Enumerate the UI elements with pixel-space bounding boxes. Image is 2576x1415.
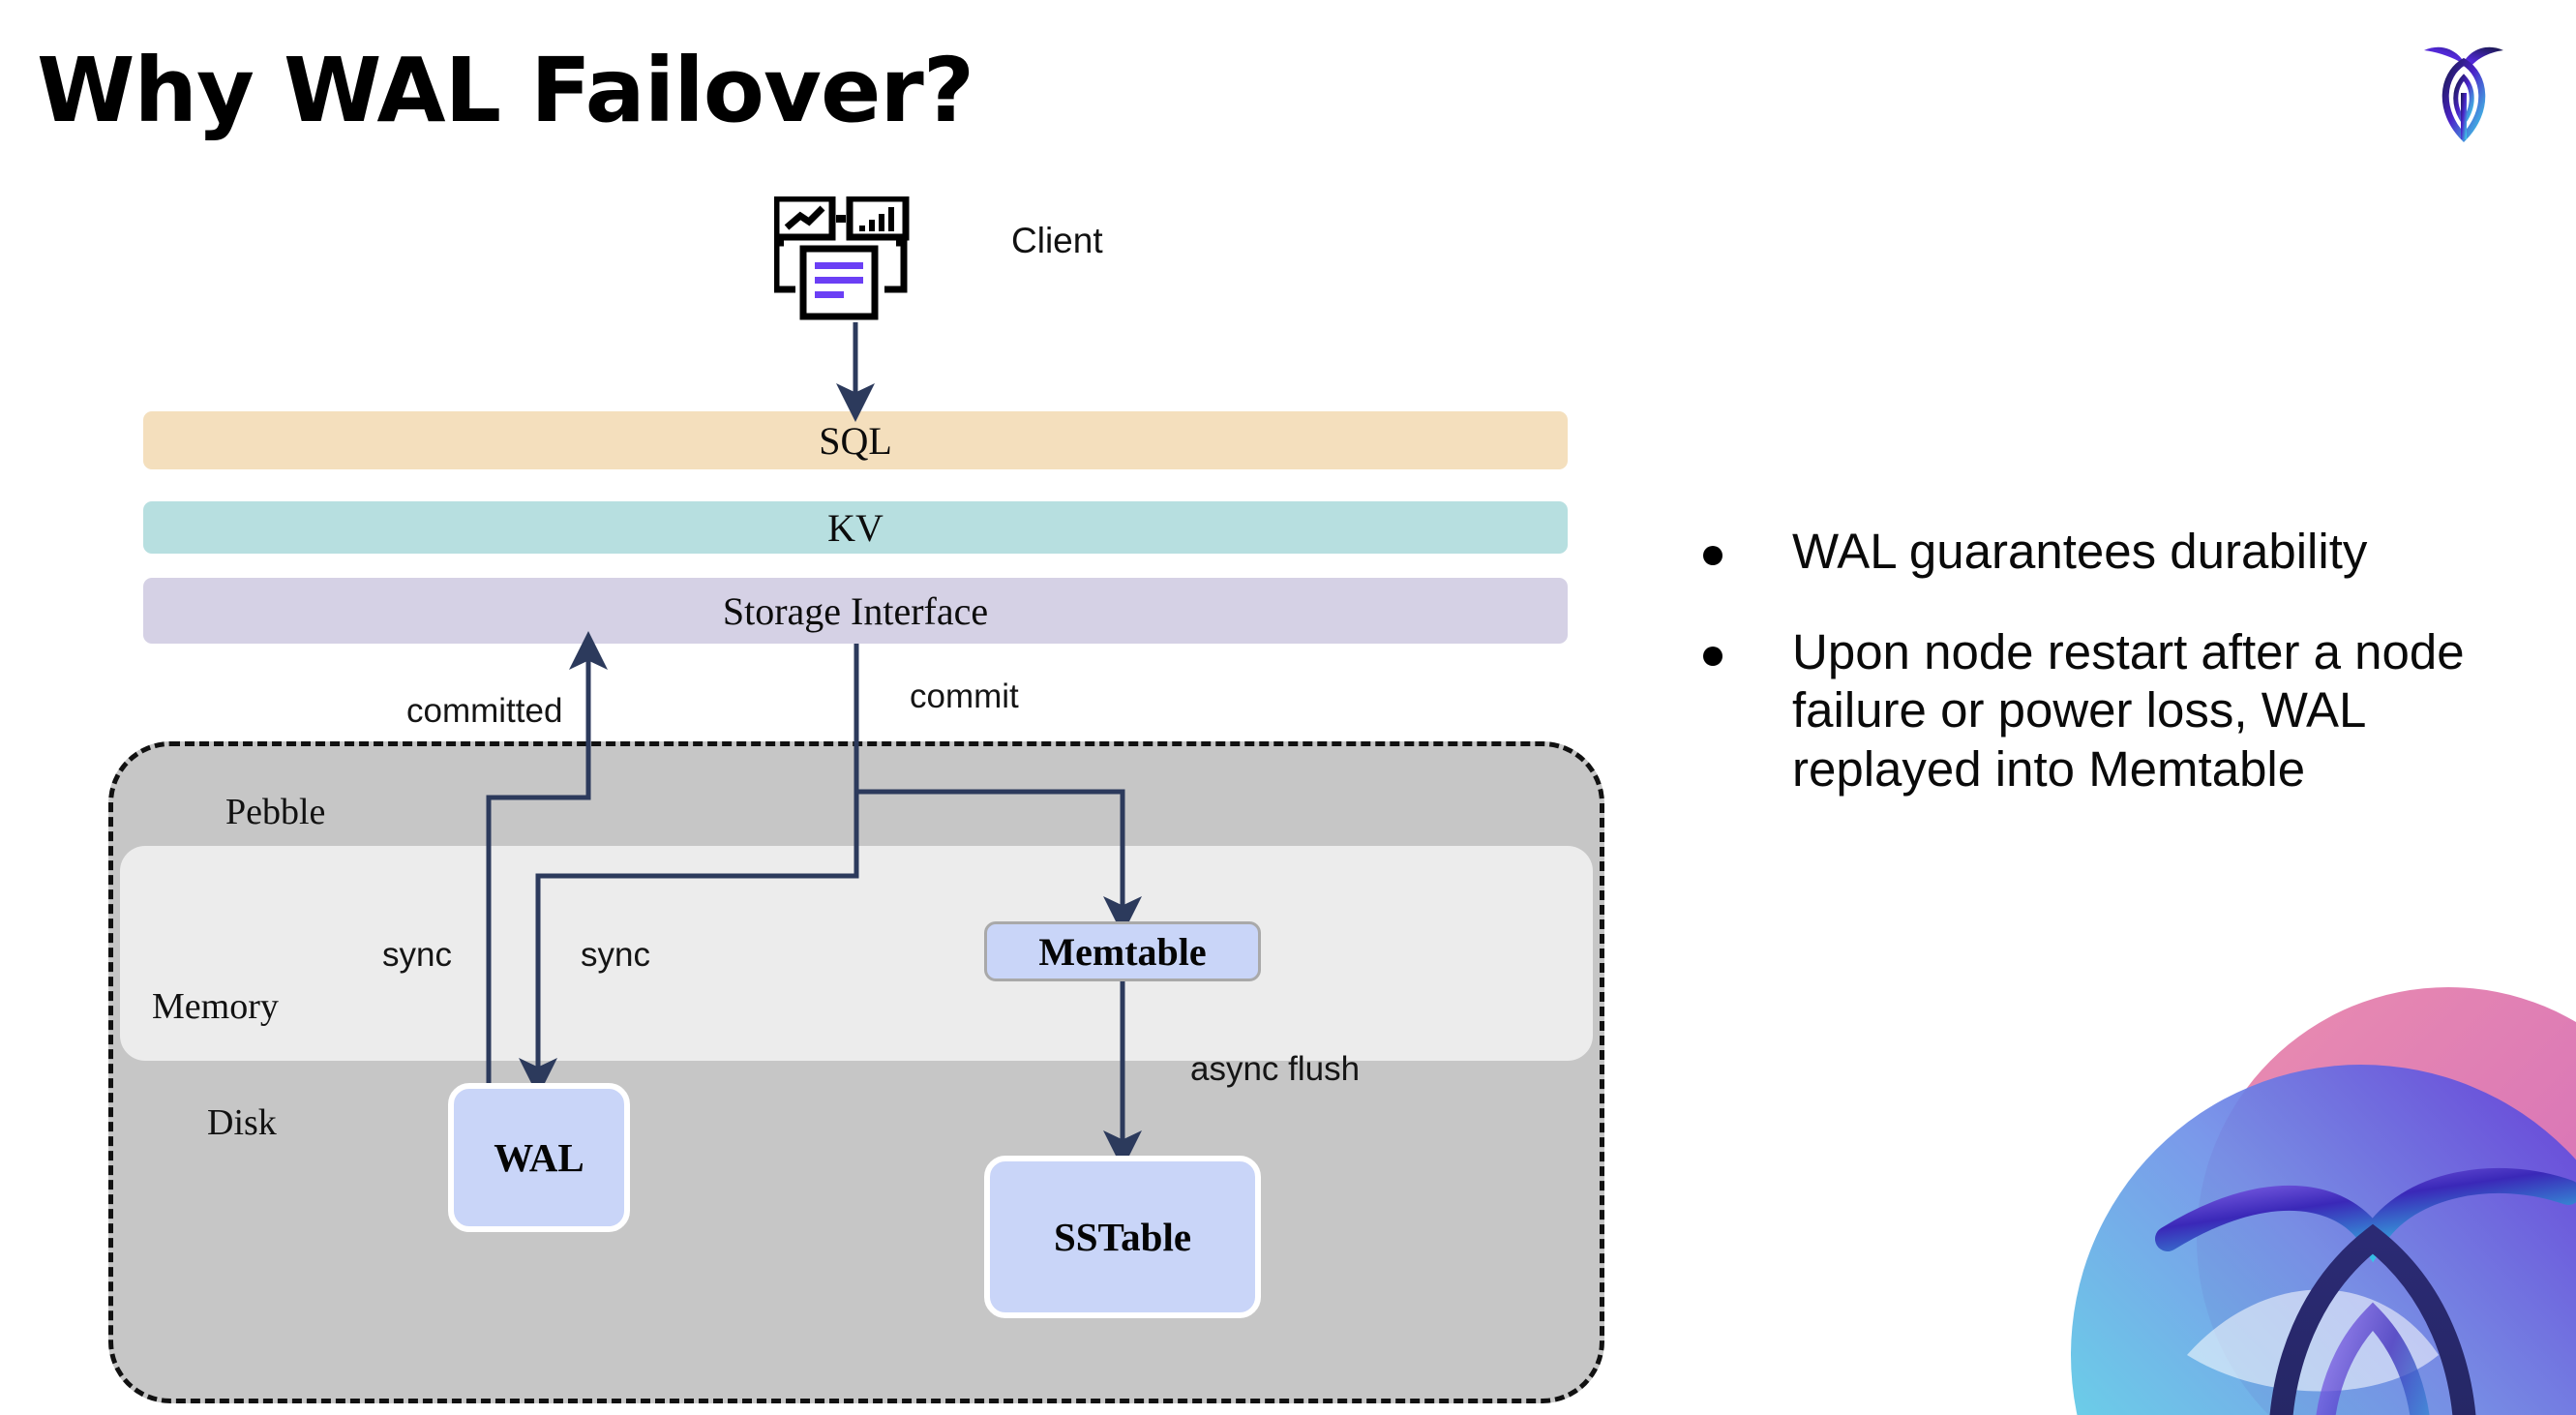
decorative-brand-circles: [1974, 948, 2576, 1415]
node-sstable[interactable]: SSTable: [984, 1156, 1261, 1318]
node-label-memtable: Memtable: [1038, 929, 1207, 974]
list-item: Upon node restart after a node failure o…: [1703, 623, 2535, 798]
node-memtable[interactable]: Memtable: [984, 921, 1261, 981]
edge-label-sync-left: sync: [382, 936, 452, 974]
memory-label: Memory: [152, 986, 279, 1027]
node-label-wal: WAL: [494, 1135, 584, 1180]
node-label-sstable: SSTable: [1053, 1215, 1192, 1259]
layer-bar-storage[interactable]: Storage Interface: [143, 578, 1568, 644]
bullet-text: WAL guarantees durability: [1792, 524, 2368, 579]
client-dashboard-icon: [772, 195, 929, 322]
layer-label-storage-interface: Storage Interface: [722, 588, 989, 633]
edge-label-commit: commit: [910, 677, 1019, 715]
edge-label-committed: committed: [406, 692, 563, 730]
layer-bar-kv[interactable]: KV: [143, 501, 1568, 554]
bullet-dot-icon: [1703, 647, 1722, 667]
bullet-dot-icon: [1703, 546, 1722, 565]
pebble-container: [108, 741, 1604, 1403]
page-title: Why WAL Failover?: [37, 39, 974, 142]
bullet-list: WAL guarantees durability Upon node rest…: [1703, 523, 2535, 841]
edge-label-sync-right: sync: [581, 936, 650, 974]
client-label: Client: [1011, 221, 1103, 260]
bullet-text: Upon node restart after a node failure o…: [1792, 624, 2465, 797]
disk-label: Disk: [207, 1102, 277, 1143]
pebble-label: Pebble: [225, 792, 326, 832]
edge-label-async-flush: async flush: [1190, 1050, 1361, 1088]
cockroachdb-logo: [2416, 37, 2511, 143]
memory-zone: [120, 846, 1593, 1061]
layer-label-kv: KV: [827, 505, 884, 550]
layer-bar-sql[interactable]: SQL: [143, 411, 1568, 469]
node-wal[interactable]: WAL: [448, 1083, 630, 1232]
list-item: WAL guarantees durability: [1703, 523, 2535, 581]
layer-label-sql: SQL: [819, 418, 892, 463]
